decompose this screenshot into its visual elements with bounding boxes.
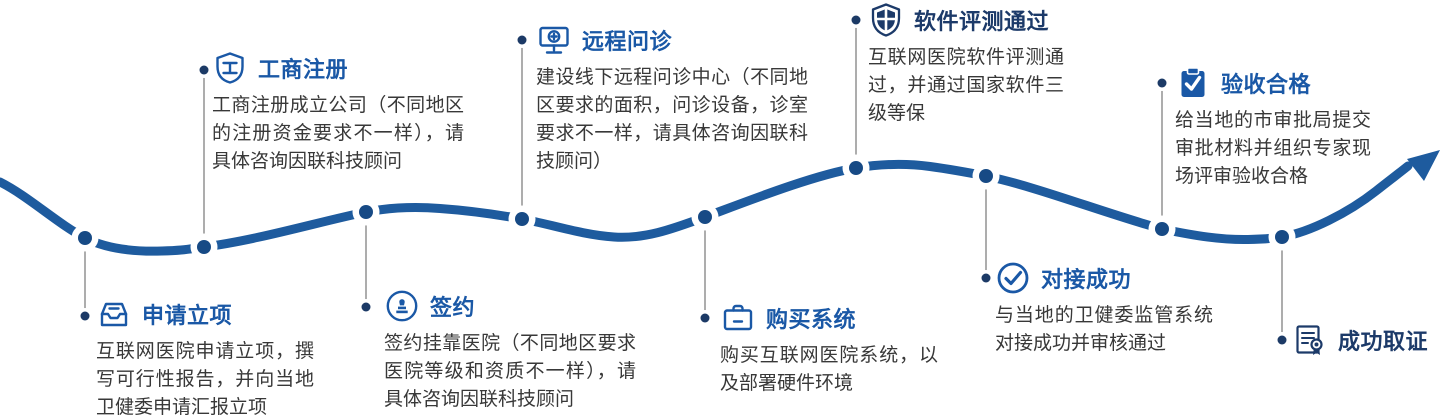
stem-end-dots <box>77 12 1290 348</box>
certificate-icon <box>1292 322 1328 358</box>
milestone-description: 互联网医院软件评测通过，并通过国家软件三级等保 <box>868 47 1064 124</box>
milestone-purchase-system: 购买系统 购买互联网医院系统，以及部署硬件环境 <box>720 300 938 398</box>
seal-icon <box>384 288 420 324</box>
milestone-title: 购买系统 <box>766 307 857 332</box>
briefcase-icon <box>720 300 756 336</box>
milestone-description: 给当地的市审批局提交审批材料并组织专家现场评审验收合格 <box>1175 110 1371 187</box>
milestone-title: 成功取证 <box>1338 329 1429 354</box>
curve-dots <box>71 154 1296 261</box>
milestone-description: 工商注册成立公司（不同地区的注册资金要求不一样），请具体咨询因联科技顾问 <box>212 95 464 172</box>
milestone-obtain-certificate: 成功取证 <box>1292 322 1428 358</box>
milestone-title: 申请立项 <box>142 303 233 328</box>
clipboard-check-icon <box>1175 65 1211 101</box>
monitor-medical-icon <box>536 22 572 58</box>
milestone-sign-contract: 签约 签约挂靠医院（不同地区要求医院等级和资质不一样），请具体咨询因联科技顾问 <box>384 288 636 414</box>
milestone-description: 建设线下远程问诊中心（不同地区要求的面积，问诊设备，诊室要求不一样，请具体咨询因… <box>536 67 808 172</box>
milestone-title: 远程问诊 <box>582 29 673 54</box>
shield-cross-icon <box>868 2 904 38</box>
milestone-business-registration: 工商注册 工商注册成立公司（不同地区的注册资金要求不一样），请具体咨询因联科技顾… <box>212 50 464 176</box>
milestone-software-evaluation: 软件评测通过 互联网医院软件评测通过，并通过国家软件三级等保 <box>868 2 1064 128</box>
milestone-title: 对接成功 <box>1041 267 1132 292</box>
milestone-title: 软件评测通过 <box>914 9 1050 34</box>
milestone-remote-consultation: 远程问诊 建设线下远程问诊中心（不同地区要求的面积，问诊设备，诊室要求不一样，请… <box>536 22 808 176</box>
milestone-acceptance-qualified: 验收合格 给当地的市审批局提交审批材料并组织专家现场评审验收合格 <box>1175 65 1371 191</box>
milestone-description: 互联网医院申请立项，撰写可行性报告，并向当地卫健委申请汇报立项 <box>96 341 314 417</box>
milestone-description: 与当地的卫健委监管系统对接成功并审核通过 <box>995 305 1213 354</box>
milestone-apply-project: 申请立项 互联网医院申请立项，撰写可行性报告，并向当地卫健委申请汇报立项 <box>96 296 314 417</box>
arrow-head-icon <box>1407 150 1440 181</box>
milestone-title: 验收合格 <box>1221 72 1312 97</box>
circle-check-icon <box>995 260 1031 296</box>
milestone-description: 签约挂靠医院（不同地区要求医院等级和资质不一样），请具体咨询因联科技顾问 <box>384 333 636 410</box>
milestone-title: 签约 <box>430 295 476 320</box>
milestone-integration-success: 对接成功 与当地的卫健委监管系统对接成功并审核通过 <box>995 260 1213 358</box>
milestone-description: 购买互联网医院系统，以及部署硬件环境 <box>720 345 938 394</box>
shield-business-icon <box>212 50 248 86</box>
inbox-icon <box>96 296 132 332</box>
milestone-title: 工商注册 <box>258 57 349 82</box>
